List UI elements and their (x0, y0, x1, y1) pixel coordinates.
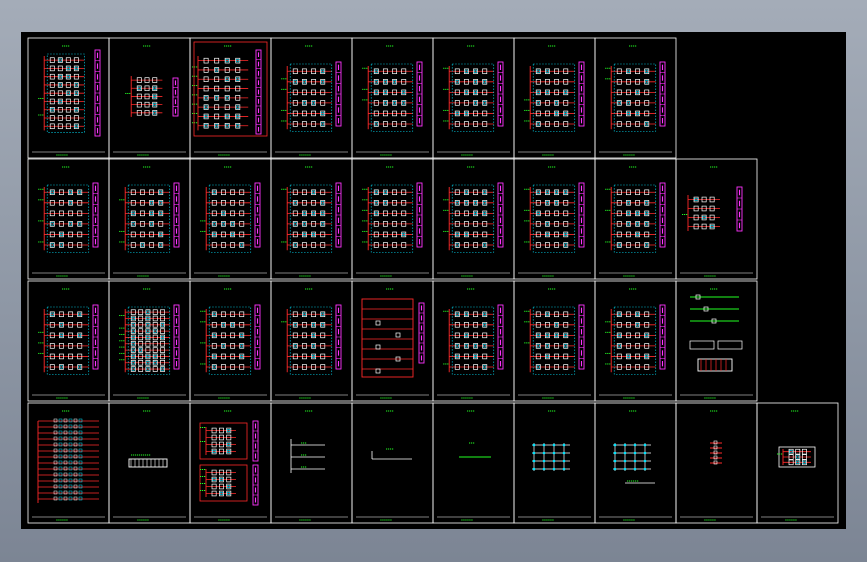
schematic-sheet[interactable] (270, 280, 353, 402)
schematic-sheet[interactable] (594, 37, 677, 159)
schematic-sheet[interactable] (108, 158, 191, 280)
schematic-sheet[interactable] (270, 402, 353, 524)
cad-viewport[interactable] (21, 32, 846, 529)
schematic-sheet[interactable] (594, 280, 677, 402)
schematic-sheet[interactable] (756, 402, 839, 524)
drawing-row (27, 402, 839, 524)
schematic-sheet[interactable] (513, 158, 596, 280)
schematic-sheet[interactable] (27, 158, 110, 280)
schematic-sheet[interactable] (189, 402, 272, 524)
schematic-sheet[interactable] (270, 37, 353, 159)
schematic-sheet[interactable] (513, 280, 596, 402)
schematic-sheet[interactable] (513, 402, 596, 524)
schematic-sheet[interactable] (594, 158, 677, 280)
schematic-sheet[interactable] (675, 280, 758, 402)
schematic-sheet[interactable] (27, 280, 110, 402)
schematic-sheet[interactable] (270, 158, 353, 280)
schematic-sheet[interactable] (594, 402, 677, 524)
schematic-sheet[interactable] (675, 158, 758, 280)
schematic-sheet[interactable] (351, 402, 434, 524)
schematic-sheet[interactable] (108, 402, 191, 524)
schematic-sheet[interactable] (189, 37, 272, 159)
schematic-sheet[interactable] (108, 37, 191, 159)
schematic-sheet[interactable] (432, 37, 515, 159)
schematic-sheet[interactable] (432, 158, 515, 280)
drawing-row (27, 280, 758, 402)
schematic-sheet[interactable] (27, 37, 110, 159)
drawing-row (27, 158, 758, 280)
schematic-sheet[interactable] (189, 158, 272, 280)
drawing-row (27, 37, 677, 159)
schematic-sheet[interactable] (432, 402, 515, 524)
schematic-sheet[interactable] (351, 158, 434, 280)
schematic-sheet[interactable] (108, 280, 191, 402)
schematic-sheet[interactable] (351, 37, 434, 159)
schematic-sheet[interactable] (27, 402, 110, 524)
schematic-sheet[interactable] (675, 402, 758, 524)
drawing-sheet (27, 37, 839, 524)
schematic-sheet[interactable] (189, 280, 272, 402)
schematic-sheet[interactable] (432, 280, 515, 402)
schematic-sheet[interactable] (513, 37, 596, 159)
schematic-sheet[interactable] (351, 280, 434, 402)
